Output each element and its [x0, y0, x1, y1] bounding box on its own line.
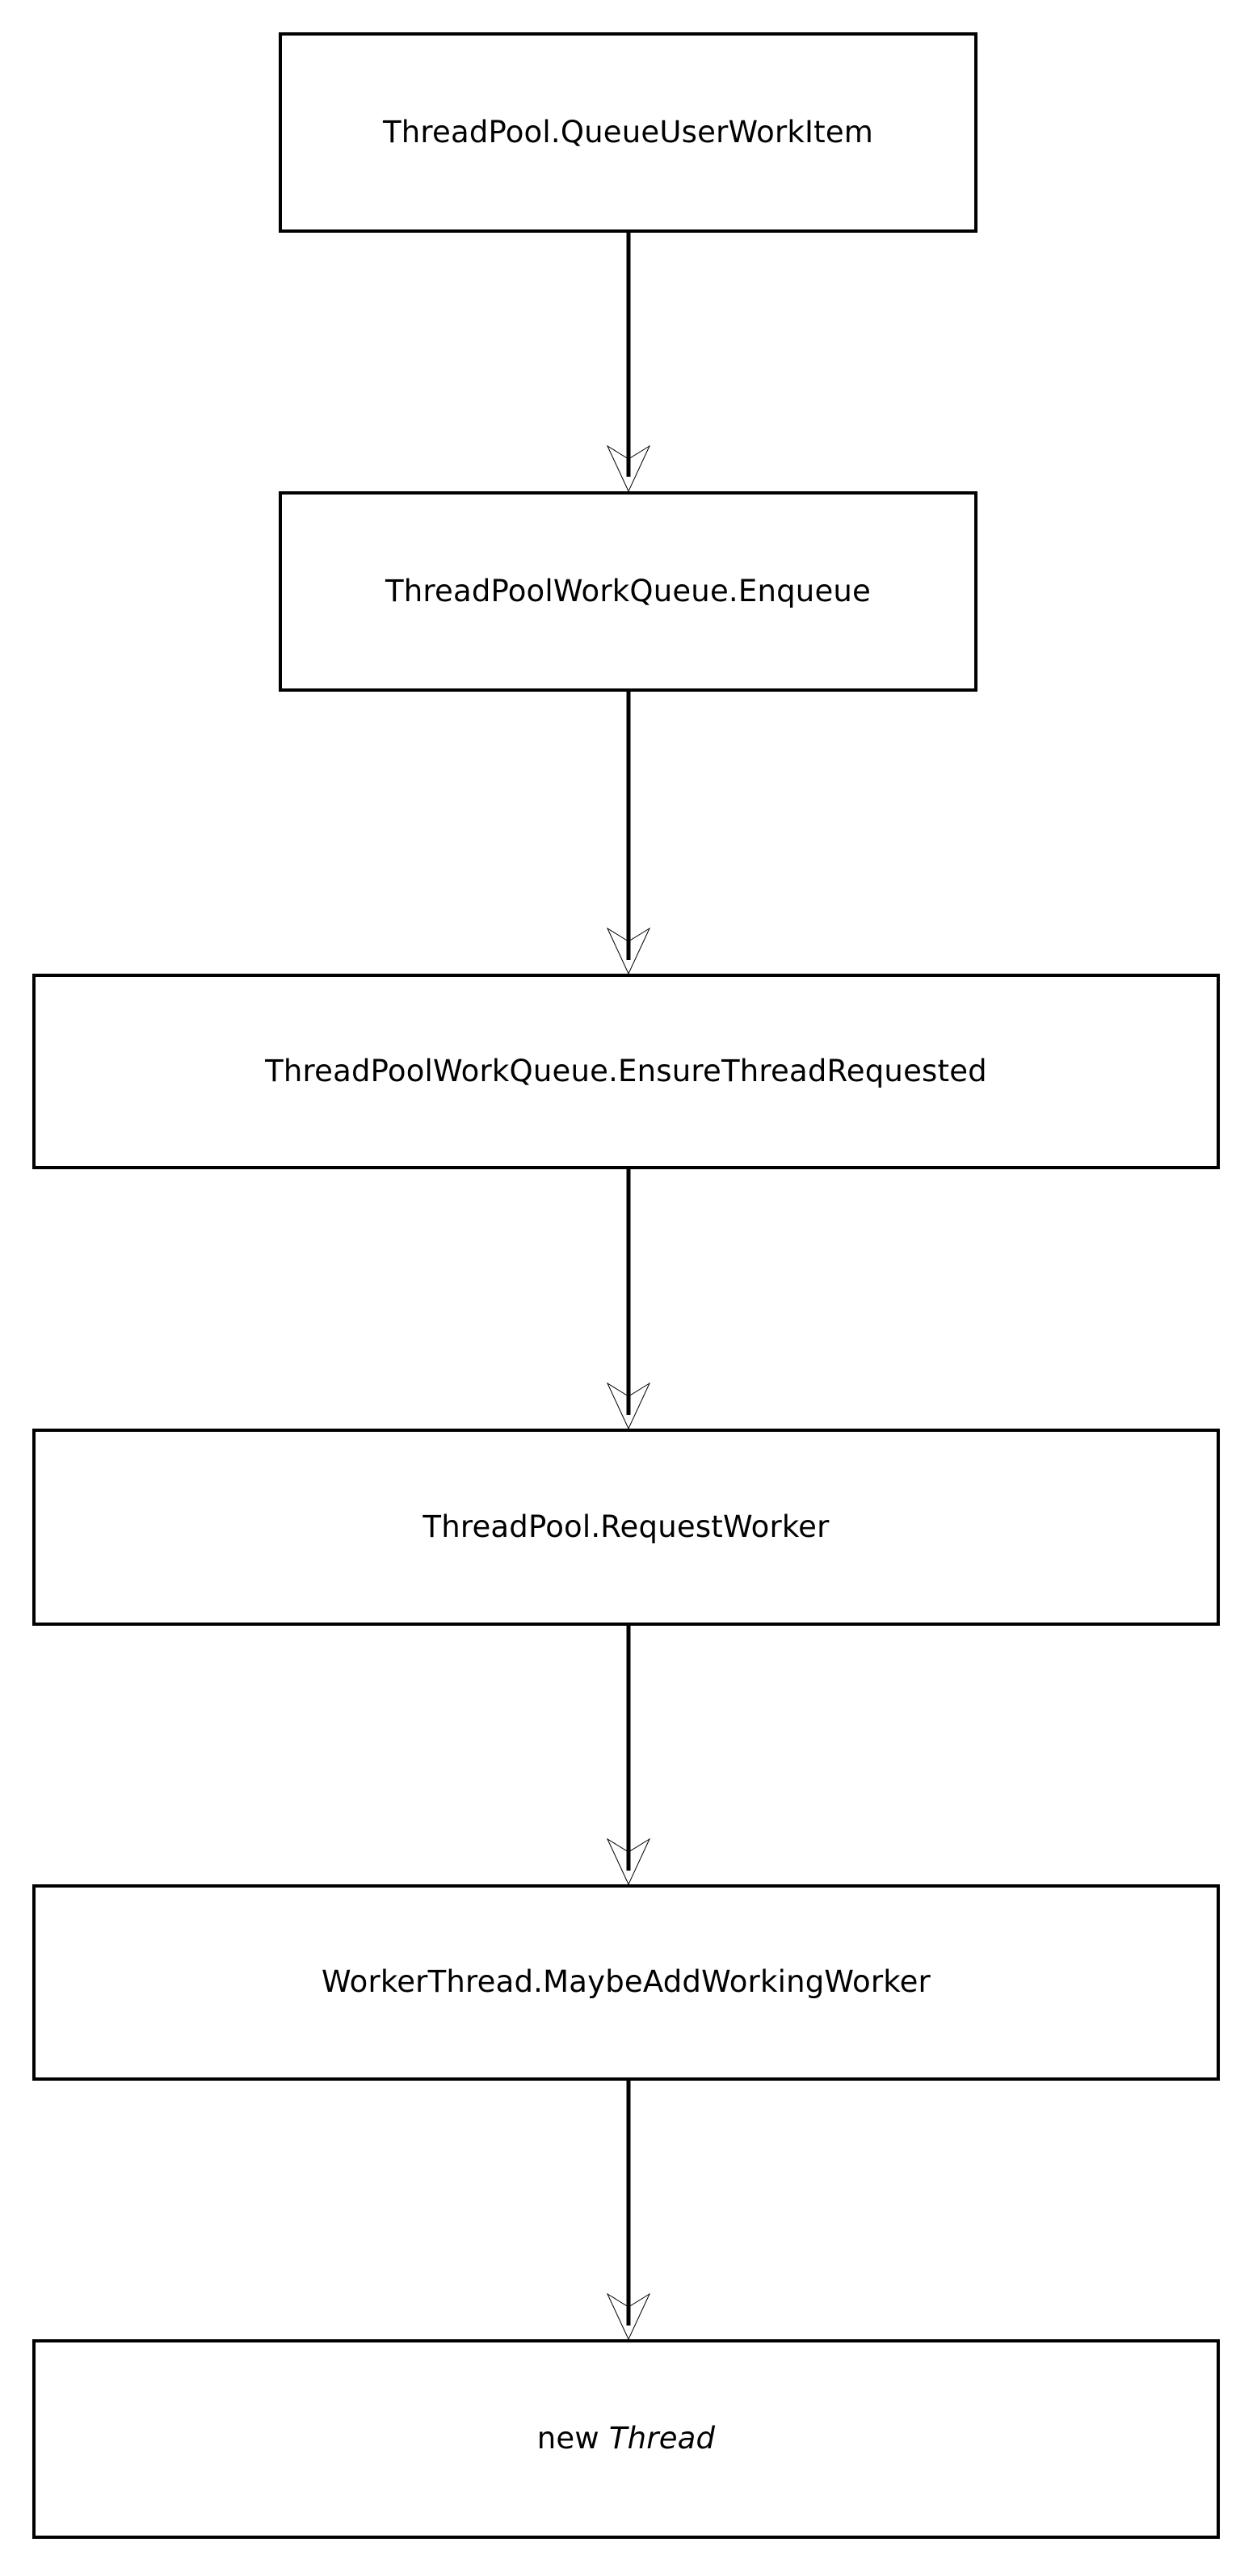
node-ensure-thread-requested[interactable]: ThreadPoolWorkQueue.EnsureThreadRequeste…: [32, 974, 1220, 1169]
node-new-thread[interactable]: new Thread: [32, 2339, 1220, 2539]
node-label-type: Thread: [608, 2421, 716, 2456]
edge-ensure-thread-requested-to-request-worker: [606, 1169, 651, 1430]
arrow-down-icon: [606, 1382, 651, 1430]
node-enqueue[interactable]: ThreadPoolWorkQueue.Enqueue: [279, 491, 977, 692]
node-request-worker[interactable]: ThreadPool.RequestWorker: [32, 1429, 1220, 1626]
node-maybe-add-working-worker[interactable]: WorkerThread.MaybeAddWorkingWorker: [32, 1884, 1220, 2081]
node-label: WorkerThread.MaybeAddWorkingWorker: [322, 1964, 931, 2000]
node-queue-user-work-item[interactable]: ThreadPool.QueueUserWorkItem: [279, 32, 977, 233]
node-label: ThreadPool.RequestWorker: [423, 1509, 830, 1544]
edge-queue-user-work-item-to-enqueue: [606, 233, 651, 493]
edge-request-worker-to-maybe-add-working-worker: [606, 1626, 651, 1886]
node-label-keyword: new: [536, 2421, 609, 2456]
edge-enqueue-to-ensure-thread-requested: [606, 692, 651, 975]
arrow-down-icon: [606, 927, 651, 975]
arrow-down-icon: [606, 1837, 651, 1886]
arrow-down-icon: [606, 2292, 651, 2341]
node-label: ThreadPool.QueueUserWorkItem: [382, 114, 874, 149]
arrow-down-icon: [606, 444, 651, 493]
node-label-new-thread: new Thread: [536, 2421, 716, 2456]
node-label: ThreadPoolWorkQueue.EnsureThreadRequeste…: [265, 1053, 987, 1088]
edge-maybe-add-working-worker-to-new-thread: [606, 2081, 651, 2341]
node-label: ThreadPoolWorkQueue.Enqueue: [385, 573, 872, 608]
